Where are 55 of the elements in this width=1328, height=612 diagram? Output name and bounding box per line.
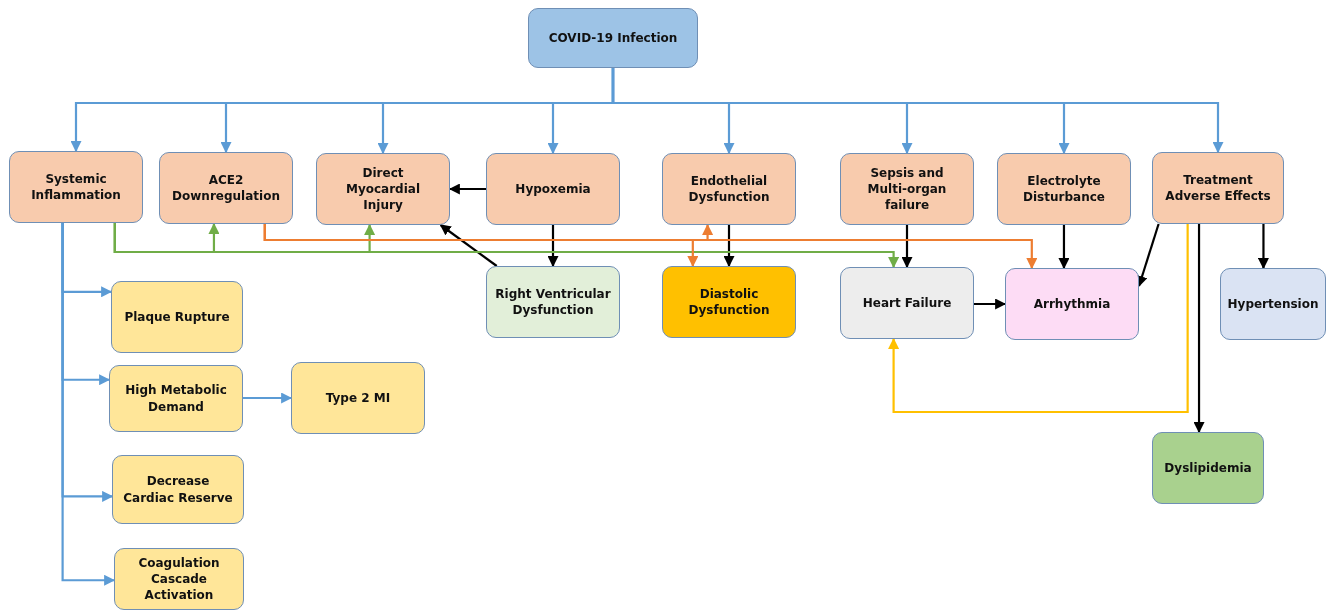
arrow (611, 68, 1224, 154)
node-label: Heart Failure (862, 294, 952, 312)
node-label: Arrhythmia (1033, 295, 1111, 313)
arrow (901, 225, 913, 269)
process-box (159, 152, 293, 224)
arrow (1257, 222, 1269, 270)
node-label: Plaque Rupture (124, 308, 230, 326)
arrow (448, 183, 486, 195)
node-label: Treatment Adverse Effects (1164, 171, 1272, 205)
process-box (486, 153, 620, 225)
process-box (840, 153, 974, 225)
node-label: ACE2 Downregulation (171, 171, 281, 205)
arrow (61, 223, 116, 586)
arrow (1058, 223, 1070, 270)
process-box (662, 266, 796, 338)
arrow (439, 224, 498, 267)
node-label: Hypoxemia (515, 180, 591, 198)
process-box (662, 153, 796, 225)
process-box (997, 153, 1131, 225)
process-box (316, 153, 450, 225)
arrow (113, 223, 900, 269)
process-box (1152, 152, 1284, 224)
node-label: Coagulation Cascade Activation (137, 554, 221, 604)
node-label: Right Ventricular Dysfunction (495, 285, 611, 319)
process-box (1220, 268, 1326, 340)
node-label: Type 2 MI (325, 389, 391, 407)
start-box (528, 8, 698, 68)
node-label: Hypertension (1227, 295, 1319, 313)
node-label: Electrolyte Disturbance (1022, 172, 1106, 206)
arrow (972, 298, 1007, 310)
node-label: Direct Myocardial Injury (344, 164, 422, 214)
process-box (1005, 268, 1139, 340)
process-box (486, 266, 620, 338)
node-label: Decrease Cardiac Reserve (122, 473, 234, 506)
node-label: Endothelial Dysfunction (687, 172, 771, 206)
arrow (547, 225, 559, 268)
arrow (888, 224, 1189, 414)
process-box (114, 548, 244, 610)
arrow (263, 224, 1038, 270)
arrow (241, 392, 293, 404)
process-box (1152, 432, 1264, 504)
process-box (109, 365, 243, 432)
process-box (9, 151, 143, 223)
node-label: COVID-19 Infection (548, 29, 678, 47)
node-label: High Metabolic Demand (124, 382, 228, 415)
process-box (111, 281, 243, 353)
node-label: Dyslipidemia (1164, 459, 1252, 477)
node-label: Diastolic Dysfunction (687, 285, 771, 319)
node-label: Systemic Inflammation (30, 170, 122, 204)
process-box (840, 267, 974, 339)
node-label: Sepsis and Multi-organ failure (866, 164, 948, 214)
process-box (291, 362, 425, 434)
arrow (1193, 222, 1205, 434)
process-box (112, 455, 244, 524)
arrow (723, 225, 735, 268)
